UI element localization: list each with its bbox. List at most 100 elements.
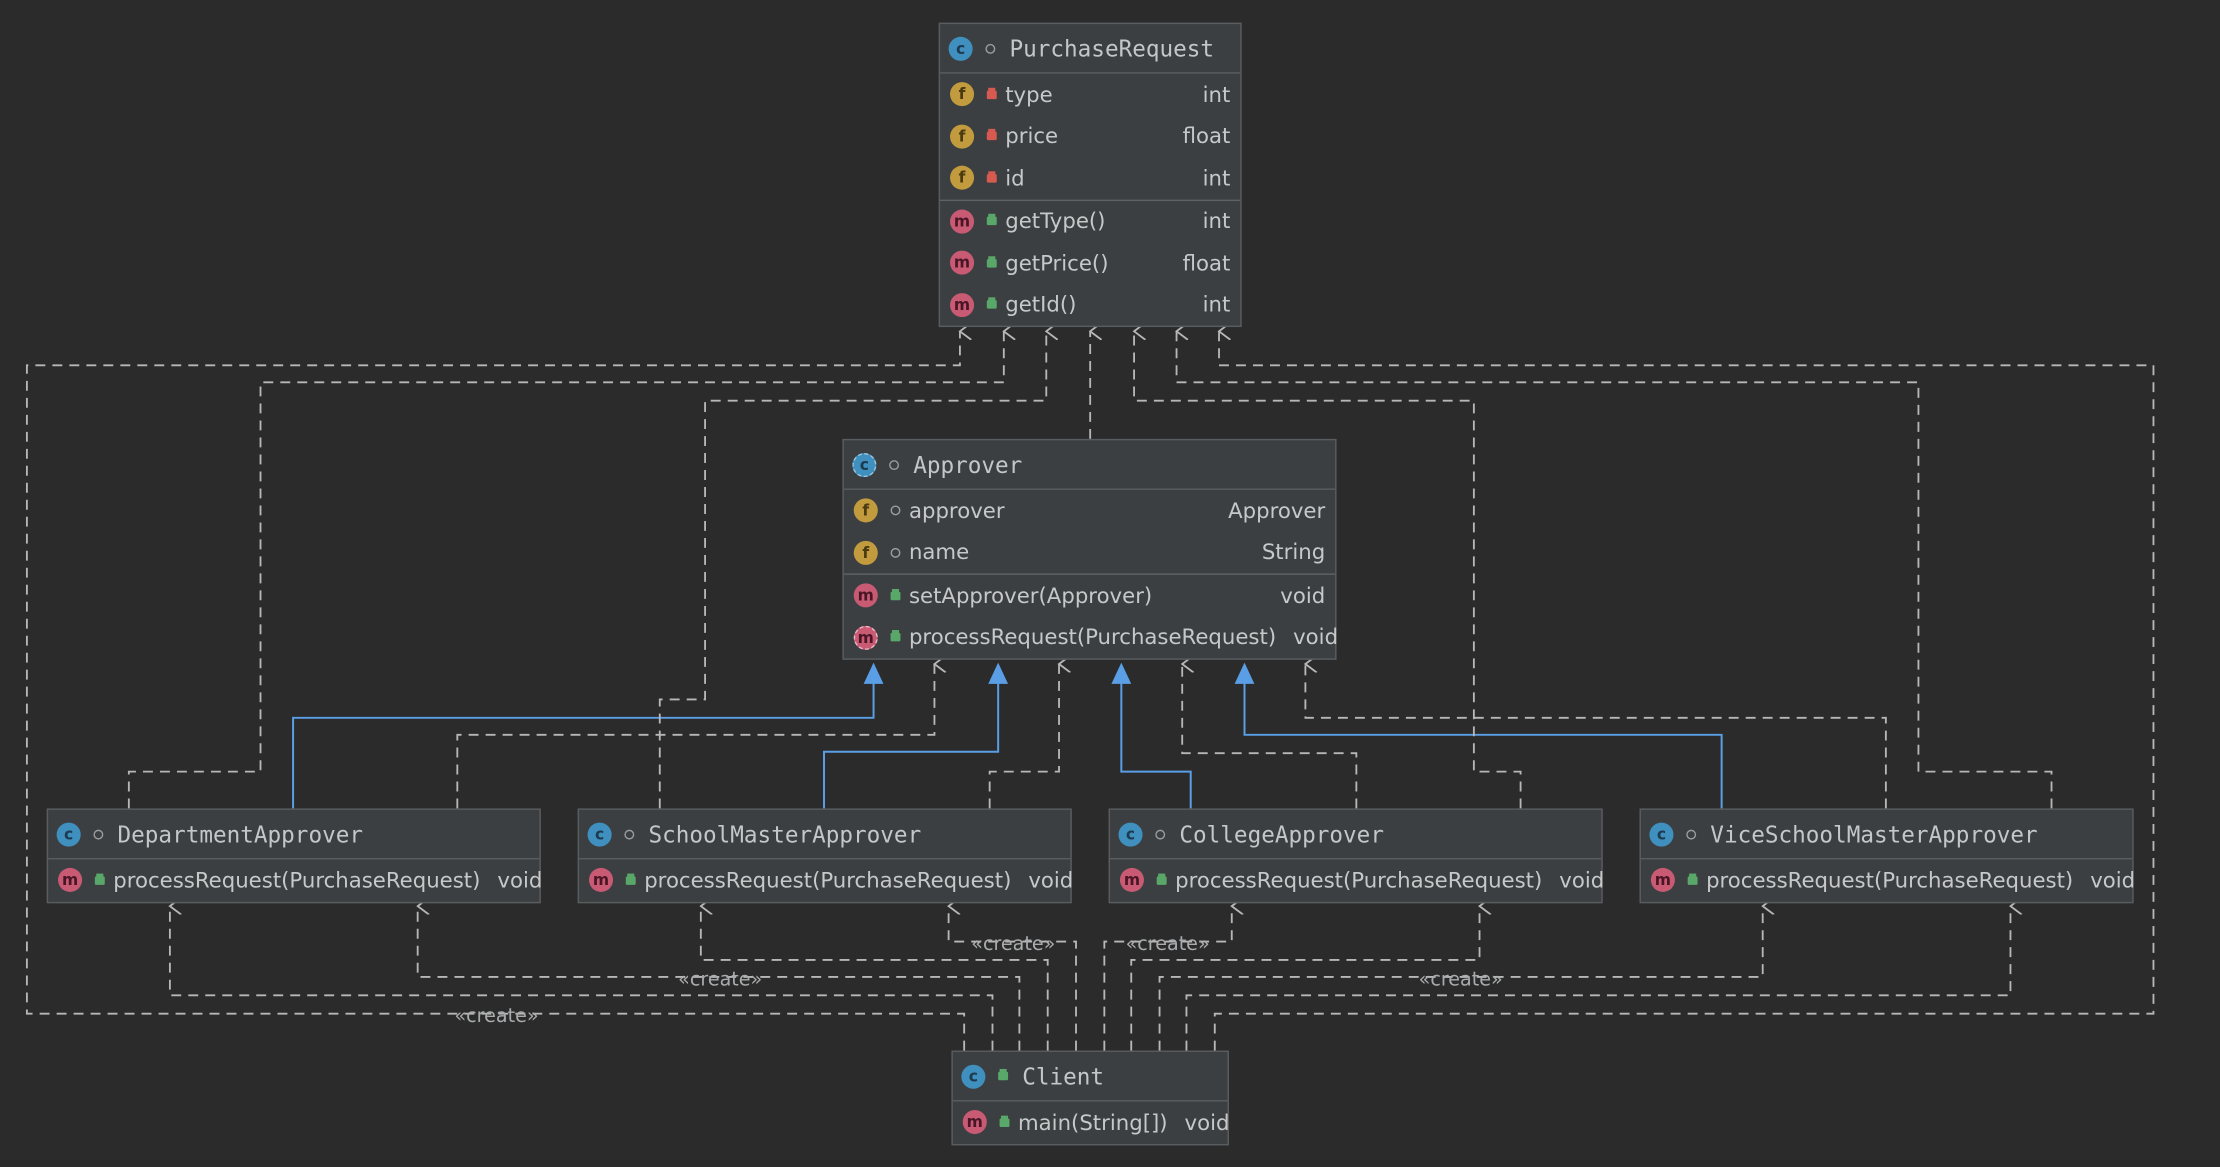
method-icon: m: [588, 868, 614, 893]
public-lock-icon: [886, 587, 903, 604]
package-private-icon: [620, 825, 637, 842]
fields-section: f type int f price float f id int: [940, 74, 1241, 201]
methods-section: m processRequest(PurchaseRequest) void: [48, 859, 542, 901]
field-row: f type int: [940, 74, 1240, 116]
method-name: processRequest(PurchaseRequest): [908, 624, 1277, 651]
method-row: m main(String[]) void: [953, 1102, 1230, 1144]
method-icon: m: [1650, 868, 1675, 893]
method-icon: m: [950, 292, 975, 317]
class-header: c Approver: [843, 440, 1336, 490]
field-type: Approver: [1228, 498, 1326, 524]
package-private-icon: [1682, 825, 1699, 842]
package-private-icon: [885, 456, 902, 473]
public-lock-icon: [995, 1114, 1012, 1131]
method-icon: m: [58, 868, 83, 893]
class-name: Client: [1022, 1062, 1105, 1090]
method-icon: m: [950, 209, 975, 234]
create-label-client-purchaserequest: «create»: [454, 1005, 539, 1028]
public-lock-icon: [1683, 872, 1700, 889]
create-college: [1103, 906, 1231, 1051]
class-schoolmasterapprover[interactable]: c SchoolMasterApprover m processRequest(…: [577, 808, 1073, 903]
dep-schoolmaster-approver: [988, 664, 1059, 809]
class-client[interactable]: c Client m main(String[]) void: [951, 1050, 1230, 1145]
method-type: void: [1559, 867, 1605, 894]
dep-department-purchaserequest: [127, 331, 1004, 809]
field-row: f id int: [940, 157, 1240, 199]
dep-college-approver: [1182, 664, 1358, 809]
package-private-icon: [89, 825, 106, 842]
class-approver[interactable]: c Approver f approver Approver f name St…: [842, 438, 1339, 660]
class-name: DepartmentApprover: [117, 820, 364, 848]
public-lock-icon: [983, 213, 1000, 230]
field-type: String: [1261, 539, 1326, 566]
create-department: [170, 906, 994, 1051]
package-private-icon: [981, 40, 998, 57]
field-icon: f: [950, 124, 975, 149]
private-lock-icon: [983, 128, 1000, 145]
inherit-arrow-1: [863, 662, 884, 684]
field-name: type: [1005, 81, 1053, 108]
methods-section: m getType() int m getPrice() float m get…: [940, 200, 1240, 325]
class-name: SchoolMasterApprover: [648, 820, 922, 848]
public-lock-icon: [91, 872, 108, 889]
public-lock-icon: [983, 296, 1000, 313]
class-header: c Client: [952, 1052, 1228, 1102]
class-collegeapprover[interactable]: c CollegeApprover m processRequest(Purch…: [1108, 808, 1605, 903]
class-header: c ViceSchoolMasterApprover: [1640, 810, 2133, 860]
dep-viceschoolmaster-approver: [1305, 664, 1887, 809]
dependency-edges: [25, 331, 2155, 1051]
runnable-class-icon: c: [961, 1063, 986, 1089]
method-type: int: [1202, 292, 1231, 318]
create-schoolmaster: [701, 906, 1049, 1051]
method-type: int: [1202, 208, 1231, 234]
public-lock-icon: [983, 254, 1000, 271]
inherit-arrow-4: [1234, 662, 1255, 684]
method-row: m getPrice() float: [940, 242, 1240, 284]
create-viceschoolmaster-2: [1185, 906, 2010, 1051]
class-header: c DepartmentApprover: [48, 810, 540, 860]
field-type: int: [1202, 81, 1231, 108]
method-name: processRequest(PurchaseRequest): [1706, 867, 2074, 894]
public-lock-icon: [886, 629, 903, 646]
methods-section: m main(String[]) void: [953, 1102, 1230, 1144]
class-purchaserequest[interactable]: c PurchaseRequest f type int f price flo…: [938, 22, 1242, 328]
create-department-2: [418, 906, 1021, 1051]
public-lock-icon: [1152, 872, 1169, 889]
method-type: void: [1293, 624, 1339, 651]
class-name: CollegeApprover: [1179, 820, 1384, 848]
method-name: main(String[]): [1017, 1109, 1168, 1136]
inherit-schoolmaster: [823, 682, 1000, 809]
method-type: void: [1280, 582, 1326, 609]
inherit-college: [1120, 682, 1192, 809]
class-departmentapprover[interactable]: c DepartmentApprover m processRequest(Pu…: [46, 808, 542, 903]
field-row: f price float: [940, 115, 1240, 157]
methods-section: m processRequest(PurchaseRequest) void: [579, 859, 1073, 901]
public-lock-icon: [994, 1068, 1011, 1085]
methods-section: m processRequest(PurchaseRequest) void: [1641, 859, 2135, 901]
class-icon: c: [1118, 821, 1143, 846]
method-row: m setApprover(Approver) void: [844, 575, 1335, 617]
create-label-schoolmaster: «create»: [971, 933, 1056, 956]
field-icon: f: [950, 82, 975, 107]
create-college-2: [1130, 906, 1479, 1051]
methods-section: m setApprover(Approver) void m processRe…: [844, 575, 1339, 659]
class-name: PurchaseRequest: [1009, 34, 1215, 62]
package-private-icon: [886, 502, 903, 519]
private-lock-icon: [983, 86, 1000, 103]
method-row: m processRequest(PurchaseRequest) void: [48, 859, 542, 901]
field-icon: f: [950, 166, 975, 191]
class-viceschoolmasterapprover[interactable]: c ViceSchoolMasterApprover m processRequ…: [1639, 808, 2135, 903]
method-icon: m: [853, 583, 878, 608]
methods-section: m processRequest(PurchaseRequest) void: [1110, 859, 1605, 901]
package-private-icon: [886, 544, 903, 561]
class-header: c SchoolMasterApprover: [579, 810, 1071, 860]
dep-client-purchaserequest: [25, 331, 964, 1051]
field-name: approver: [908, 498, 1005, 524]
public-lock-icon: [622, 872, 639, 889]
method-row: m processRequest(PurchaseRequest) void: [844, 617, 1339, 659]
inherit-arrow-2: [988, 662, 1009, 684]
class-header: c PurchaseRequest: [940, 24, 1241, 74]
method-name: processRequest(PurchaseRequest): [644, 867, 1012, 894]
